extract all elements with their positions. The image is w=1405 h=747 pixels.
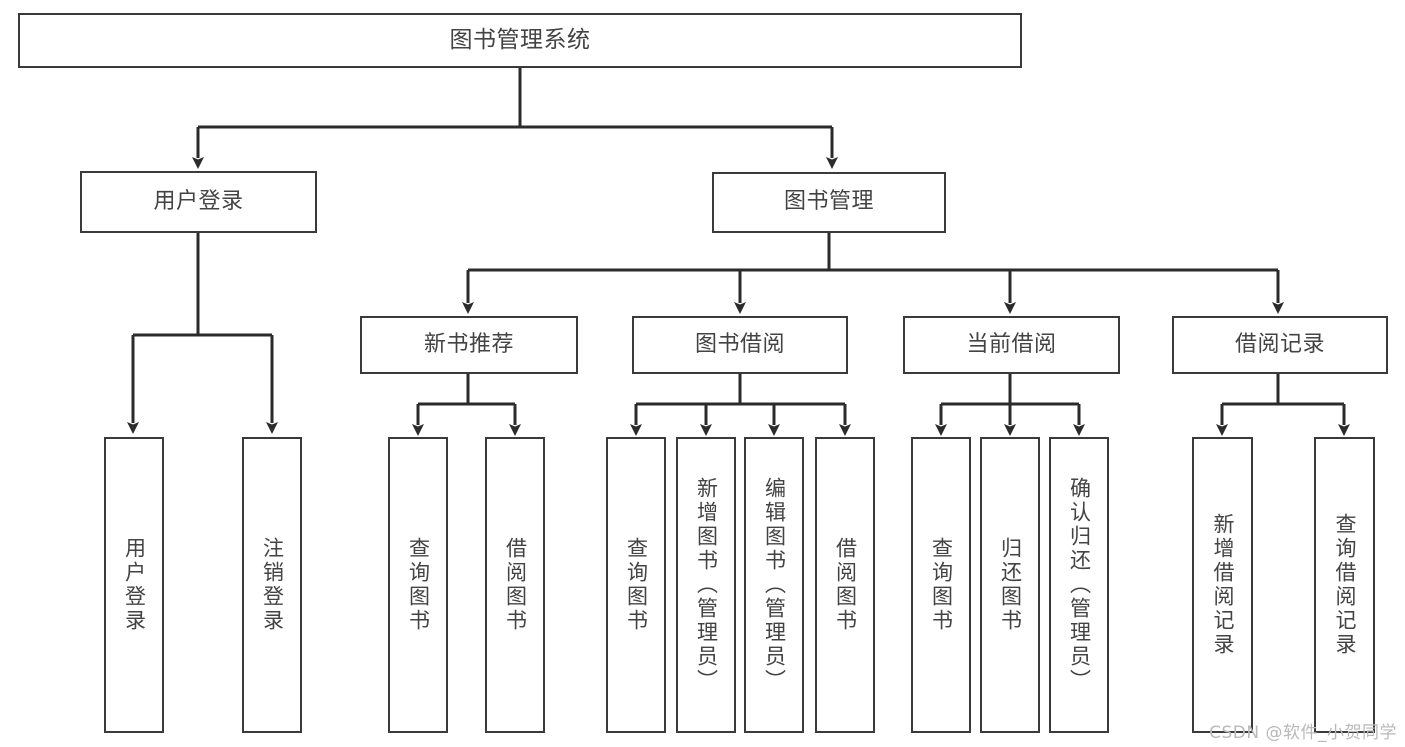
node-book-borrow[interactable]: 图书借阅	[632, 316, 848, 374]
node-leaf-borrow-book[interactable]: 借阅图书	[815, 437, 875, 733]
node-leaf-add-borrow-record[interactable]: 新增借阅记录	[1192, 437, 1253, 733]
node-leaf-recommend-borrow-book-label: 借阅图书	[503, 537, 528, 633]
node-leaf-current-query-book-label: 查询图书	[929, 537, 954, 633]
node-leaf-edit-book-admin[interactable]: 编辑图书（管理员）	[744, 437, 804, 733]
node-leaf-recommend-query-book-label: 查询图书	[406, 537, 431, 633]
node-user-login-label: 用户登录	[153, 188, 244, 214]
node-leaf-recommend-query-book[interactable]: 查询图书	[388, 437, 448, 733]
node-leaf-recommend-borrow-book[interactable]: 借阅图书	[485, 437, 545, 733]
node-leaf-confirm-return-admin-label: 确认归还（管理员）	[1067, 477, 1092, 693]
node-leaf-return-book-label: 归还图书	[998, 537, 1023, 633]
node-leaf-add-book-admin-label: 新增图书（管理员）	[694, 477, 719, 693]
node-current-borrow[interactable]: 当前借阅	[903, 316, 1120, 374]
node-leaf-query-borrow-record-label: 查询借阅记录	[1333, 513, 1357, 657]
node-root-system[interactable]: 图书管理系统	[18, 13, 1022, 68]
node-book-management-label: 图书管理	[783, 189, 874, 215]
node-user-login[interactable]: 用户登录	[80, 171, 317, 233]
node-leaf-current-query-book[interactable]: 查询图书	[911, 437, 971, 733]
node-leaf-borrow-query-book-label: 查询图书	[624, 537, 649, 633]
node-leaf-add-book-admin[interactable]: 新增图书（管理员）	[676, 437, 736, 733]
node-leaf-user-login-label: 用户登录	[122, 537, 147, 633]
node-book-borrow-label: 图书借阅	[694, 331, 785, 357]
node-root-system-label: 图书管理系统	[449, 26, 591, 53]
node-leaf-user-login[interactable]: 用户登录	[104, 437, 164, 733]
node-leaf-borrow-query-book[interactable]: 查询图书	[606, 437, 666, 733]
node-new-book-recommend-label: 新书推荐	[423, 331, 514, 357]
node-leaf-add-borrow-record-label: 新增借阅记录	[1211, 513, 1235, 657]
node-leaf-edit-book-admin-label: 编辑图书（管理员）	[762, 477, 787, 693]
node-borrow-records-label: 借阅记录	[1234, 331, 1325, 357]
node-leaf-confirm-return-admin[interactable]: 确认归还（管理员）	[1049, 437, 1109, 733]
node-leaf-borrow-book-label: 借阅图书	[833, 537, 858, 633]
node-borrow-records[interactable]: 借阅记录	[1172, 316, 1388, 374]
watermark-text: CSDN @软件_小贺同学	[1209, 723, 1397, 743]
node-book-management[interactable]: 图书管理	[712, 172, 946, 233]
node-leaf-return-book[interactable]: 归还图书	[980, 437, 1040, 733]
node-current-borrow-label: 当前借阅	[966, 331, 1057, 357]
node-leaf-user-logout[interactable]: 注销登录	[242, 437, 302, 733]
node-new-book-recommend[interactable]: 新书推荐	[360, 316, 578, 374]
node-leaf-user-logout-label: 注销登录	[260, 537, 285, 633]
node-leaf-query-borrow-record[interactable]: 查询借阅记录	[1314, 437, 1375, 733]
